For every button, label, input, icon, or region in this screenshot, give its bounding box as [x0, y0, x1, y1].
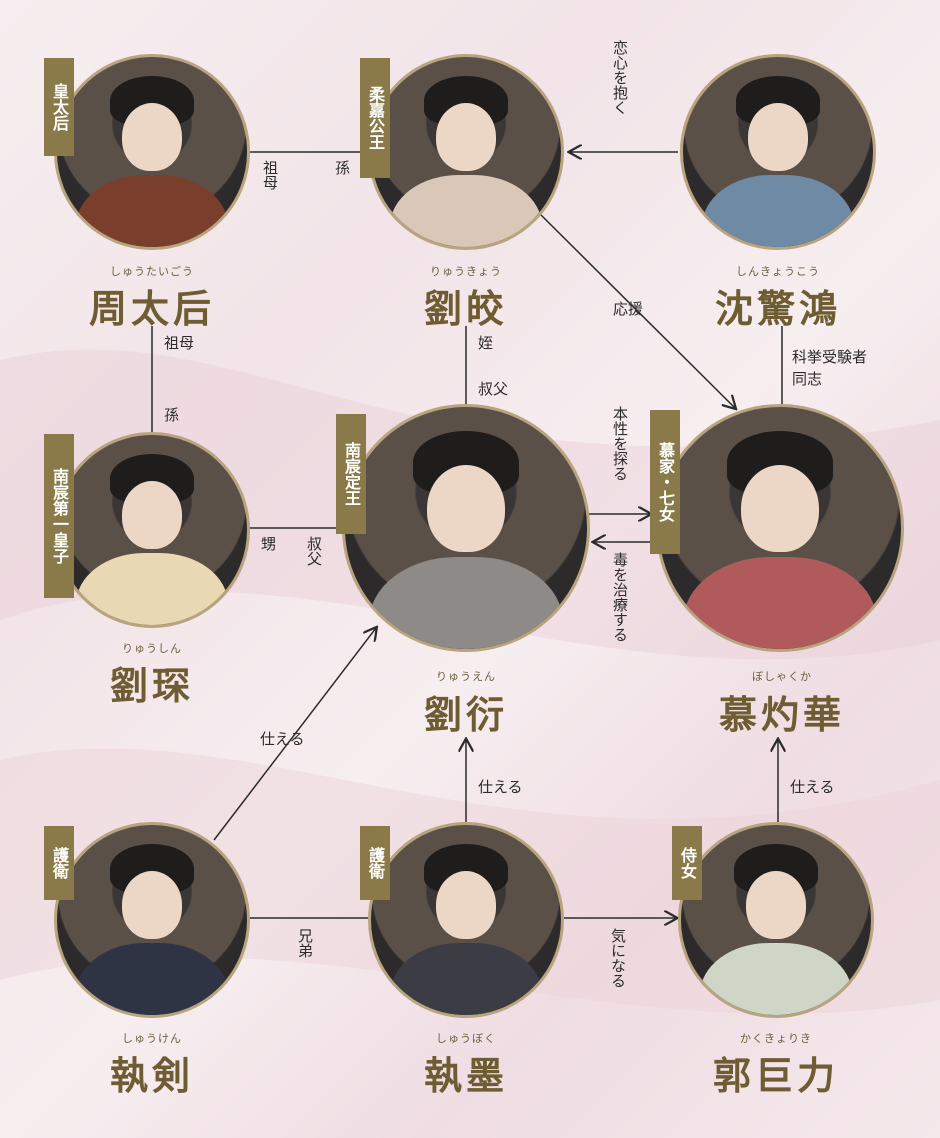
title-tag-ryukyo: 柔嘉公王	[360, 58, 390, 178]
relation-label-serve-3: 仕える	[790, 778, 835, 796]
ruby-boshakuka: ぼしゃくか	[752, 670, 812, 683]
portrait-boshakuka	[656, 404, 904, 652]
relation-label-grandchild-1: 孫	[333, 160, 351, 175]
relation-label-serve-1: 仕える	[260, 730, 305, 748]
portrait-shinkyoko	[680, 54, 876, 250]
portrait-ryuen	[342, 404, 590, 652]
portrait-kotaigo	[54, 54, 250, 250]
portrait-ryushin	[54, 432, 250, 628]
relation-label-grandmother-1: 祖母	[261, 160, 279, 190]
relation-label-interested: 気になる	[609, 928, 627, 988]
ruby-kakukyoriki: かくきょりき	[740, 1032, 812, 1045]
ruby-ryukyo: りゅうきょう	[430, 265, 502, 278]
name-shuken: 執剣	[109, 1053, 194, 1098]
title-tag-shuken: 護衛	[44, 826, 74, 900]
ruby-ryushin: りゅうしん	[122, 642, 182, 655]
relation-label-serve-2: 仕える	[478, 778, 523, 796]
relation-label-love: 恋心を抱く	[611, 40, 629, 115]
name-ryukyo: 劉皎	[423, 286, 508, 331]
relation-label-uncle-1: 叔父	[478, 380, 509, 398]
name-shinkyoko: 沈驚鴻	[714, 286, 841, 331]
relation-label-exam-candidate: 科挙受験者	[792, 348, 868, 366]
title-tag-kakukyoriki: 侍女	[672, 826, 702, 900]
relation-label-niece: 姪	[478, 334, 494, 352]
relation-label-nephew: 甥	[259, 536, 277, 551]
line-ryukyo-boshakuka	[539, 213, 735, 408]
ruby-ryuen: りゅうえん	[436, 670, 496, 683]
name-shuboku: 執墨	[423, 1053, 508, 1098]
title-tag-shuboku: 護衛	[360, 826, 390, 900]
relation-label-support: 応援	[613, 300, 644, 318]
portrait-kakukyoriki	[678, 822, 874, 1018]
name-ryuen: 劉衍	[423, 692, 508, 737]
title-tag-boshakuka: 慕家・七女	[650, 410, 680, 554]
name-kakukyoriki: 郭巨力	[712, 1053, 839, 1098]
ruby-kotaigo: しゅうたいごう	[110, 265, 194, 278]
portrait-shuken	[54, 822, 250, 1018]
ruby-shuboku: しゅうぼく	[436, 1032, 496, 1045]
title-tag-ryuen: 南宸定王	[336, 414, 366, 534]
ruby-shinkyoko: しんきょうこう	[736, 265, 820, 278]
name-kotaigo: 周太后	[88, 286, 215, 331]
title-tag-ryushin: 南宸第一皇子	[44, 434, 74, 598]
relation-label-cure-poison: 毒を治療する	[611, 552, 629, 642]
title-tag-kotaigo: 皇太后	[44, 58, 74, 156]
relation-label-probe: 本性を探る	[611, 406, 629, 481]
relation-label-brothers: 兄弟	[296, 928, 314, 958]
relation-label-grandchild-2: 孫	[164, 406, 180, 424]
name-ryushin: 劉琛	[109, 663, 194, 708]
portrait-ryukyo	[368, 54, 564, 250]
line-shuken-ryuen	[213, 628, 376, 841]
ruby-shuken: しゅうけん	[122, 1032, 182, 1045]
portrait-shuboku	[368, 822, 564, 1018]
relation-label-grandmother-2: 祖母	[164, 334, 195, 352]
relation-label-uncle-2: 叔父	[305, 536, 323, 566]
name-boshakuka: 慕灼華	[718, 692, 845, 737]
relation-label-comrade: 同志	[792, 370, 823, 388]
